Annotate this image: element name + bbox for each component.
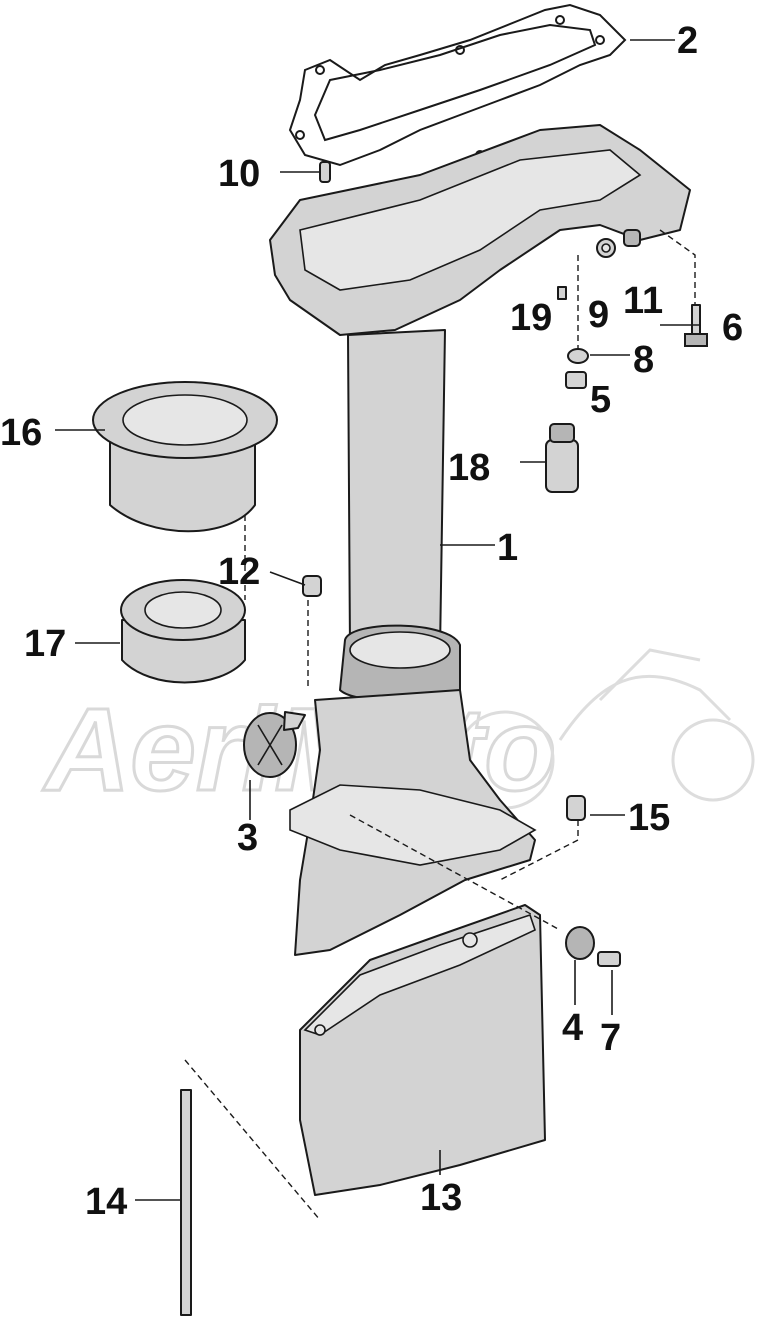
callout-2: 2 [677,20,698,62]
part-4-grommet [565,926,595,960]
part-10-pin [319,161,331,183]
callout-16: 16 [0,412,42,454]
callout-13: 13 [420,1177,462,1219]
callout-18: 18 [448,447,490,489]
callout-7: 7 [600,1017,621,1059]
callout-8: 8 [633,339,654,381]
watermark: AeriMoto [41,648,755,818]
part-9-washer [596,238,616,258]
part-6-bolt [684,304,708,347]
callout-6: 6 [722,307,743,349]
part-7-screw [597,951,621,967]
callout-4: 4 [562,1007,583,1049]
part-15-collar [566,795,586,821]
leader-lines [55,39,700,1201]
callout-17: 17 [24,623,66,665]
part-5-plug [565,371,587,389]
callout-5: 5 [590,379,611,421]
part-13-lower-cover [299,904,546,1196]
part-17-mount [120,579,246,684]
callout-14: 14 [85,1181,127,1223]
callout-3: 3 [237,817,258,859]
callout-labels: 2 10 9 11 19 6 8 5 16 18 1 12 17 15 3 4 … [0,20,743,1223]
part-18-grommet [545,423,579,493]
callout-15: 15 [628,797,670,839]
part-1-drive-shaft-housing [269,124,691,956]
part-12-plug [302,575,322,597]
callout-10: 10 [218,153,260,195]
part-8-washer [567,348,589,364]
part-16-bushing [92,381,278,533]
callout-1: 1 [497,527,518,569]
part-19-screw [557,286,567,300]
callout-11: 11 [623,280,663,322]
part-3-plate [243,711,306,778]
callout-9: 9 [588,294,609,336]
assembly-dashed-lines [184,229,696,1221]
callout-19: 19 [510,297,552,339]
callout-12: 12 [218,551,260,593]
part-11-screw [623,229,641,247]
part-14-stud [180,1089,192,1316]
